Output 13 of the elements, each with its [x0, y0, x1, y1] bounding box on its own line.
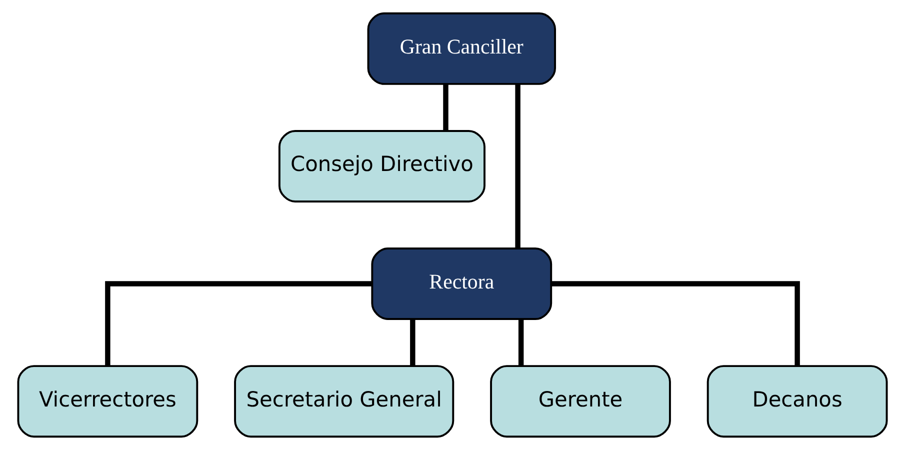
- node-box: Decanos: [706, 365, 888, 438]
- connector: [514, 84, 520, 248]
- node-box: Consejo Directivo: [278, 130, 485, 202]
- node-box: Rectora: [370, 248, 552, 320]
- connector: [518, 319, 524, 366]
- node-box: Gran Canciller: [366, 12, 556, 85]
- node-box: Secretario General: [234, 365, 454, 438]
- connector: [410, 319, 415, 366]
- connector: [104, 281, 372, 366]
- connector: [550, 281, 800, 366]
- node-box: Gerente: [490, 365, 670, 438]
- node-box: Vicerrectores: [16, 365, 198, 438]
- connector: [442, 84, 448, 131]
